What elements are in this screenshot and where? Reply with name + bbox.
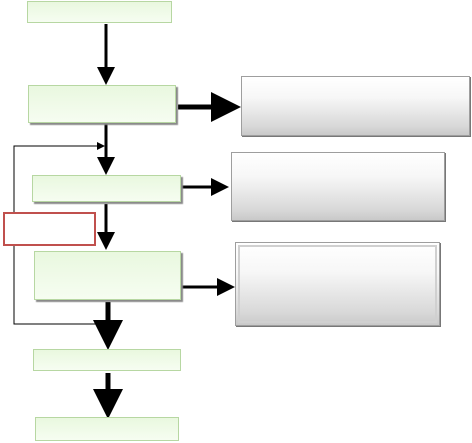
flow-step-1: [27, 1, 172, 23]
loop-label-box: [3, 212, 96, 246]
flow-step-6: [35, 417, 179, 441]
note-box-3: [235, 242, 440, 326]
note-box-2: [231, 152, 445, 221]
note-box-1: [241, 76, 470, 136]
flow-step-2: [28, 85, 176, 123]
loop-line-upper: [13, 145, 96, 212]
flow-step-3: [32, 175, 181, 202]
flow-step-5: [33, 349, 181, 371]
loop-line-lower: [13, 246, 96, 325]
flow-step-4: [34, 251, 181, 300]
